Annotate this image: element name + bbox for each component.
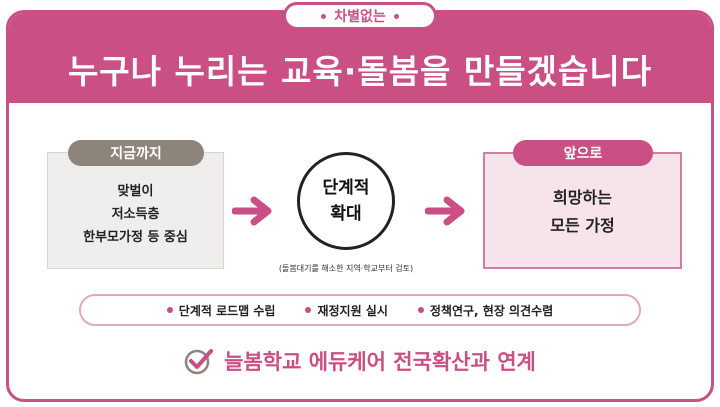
tag-dot-left	[321, 13, 327, 19]
bullet-dot-icon	[305, 307, 312, 313]
current-text: 맞벌이 저소득층 한부모가정 등 중심	[47, 180, 224, 249]
list-item: 정책연구, 현장 의견수렴	[417, 302, 553, 319]
page-title: 누구나 누리는 교육·돌봄을 만들겠습니다	[67, 52, 653, 91]
expansion-note: (돌봄대기를 해소한 지역·학교부터 검토)	[278, 264, 414, 273]
list-item: 재정지원 실시	[305, 302, 388, 319]
list-item: 단계적 로드맵 수립	[166, 302, 275, 319]
action-list: 단계적 로드맵 수립 재정지원 실시 정책연구, 현장 의견수렴	[79, 294, 641, 326]
circle-line: 단계적	[322, 178, 370, 198]
tag-dot-right	[393, 13, 399, 19]
arrow-right-icon	[425, 196, 465, 226]
current-line: 저소득층	[111, 207, 160, 222]
future-box	[483, 152, 682, 269]
bullet-dot-icon	[166, 307, 173, 313]
future-line: 모든 가정	[550, 216, 615, 235]
current-tag: 지금까지	[68, 140, 204, 166]
current-line: 맞벌이	[117, 184, 154, 199]
future-text: 희망하는 모든 가정	[483, 184, 682, 240]
bullet-dot-icon	[417, 307, 424, 313]
top-tag: 차별없는	[283, 2, 437, 30]
current-line: 한부모가정 등 중심	[83, 230, 188, 245]
circle-line: 확대	[330, 204, 362, 224]
expansion-circle: 단계적 확대	[297, 152, 395, 250]
top-tag-label: 차별없는	[334, 9, 386, 25]
check-circle-icon	[184, 349, 214, 375]
future-tag: 앞으로	[513, 140, 653, 166]
conclusion: 늘봄학교 에듀케어 전국확산과 연계	[0, 344, 720, 378]
future-line: 희망하는	[553, 188, 612, 207]
conclusion-text: 늘봄학교 에듀케어 전국확산과 연계	[224, 350, 536, 374]
arrow-right-icon	[232, 196, 272, 226]
